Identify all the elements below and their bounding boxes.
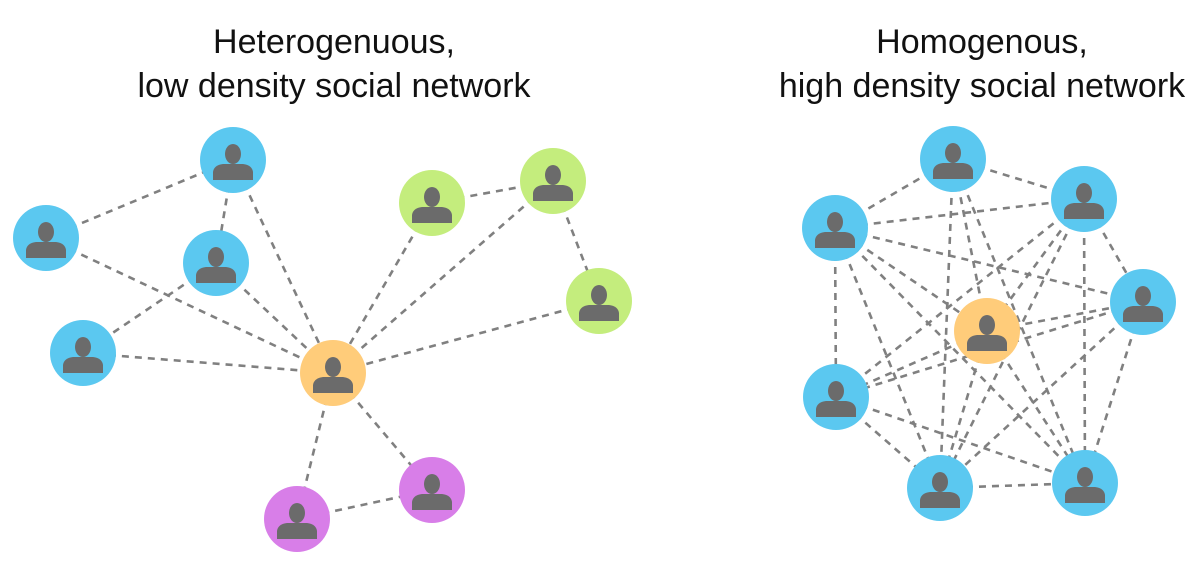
right-node-blue-t (920, 126, 986, 192)
left-node-green-g3 (566, 268, 632, 334)
right-network (802, 126, 1176, 521)
left-edge-b1-o (231, 159, 335, 374)
right-node-blue-br (1052, 450, 1118, 516)
right-edge-l-br (835, 395, 1086, 485)
right-edge-ul-br (834, 227, 1086, 484)
left-node-blue-b1 (200, 127, 266, 193)
left-network (13, 127, 632, 552)
left-title-line-2: low density social network (137, 67, 531, 105)
left-edge-g3-o (332, 299, 600, 375)
person-icon (1064, 183, 1104, 219)
left-network-title: Heterogenuous, low density social networ… (74, 20, 594, 108)
person-icon (933, 143, 973, 179)
person-icon (816, 381, 856, 417)
right-node-orange-o (954, 298, 1020, 364)
right-node-blue-ur (1051, 166, 1117, 232)
person-icon (196, 247, 236, 283)
left-node-purple-p2 (399, 457, 465, 523)
right-edge-t-ul (834, 157, 954, 230)
person-icon (579, 285, 619, 321)
left-edge-b4-o (82, 351, 334, 375)
person-icon (313, 357, 353, 393)
left-network-nodes (13, 127, 632, 552)
right-edge-t-br (951, 158, 1087, 484)
right-title-line-1: Homogenous, (876, 23, 1088, 61)
person-icon (920, 472, 960, 508)
person-icon (213, 144, 253, 180)
right-edge-r-bl (939, 301, 1144, 489)
right-edge-ul-ur (834, 197, 1085, 230)
right-node-blue-ul (802, 195, 868, 261)
right-node-blue-r (1110, 269, 1176, 335)
left-title-line-1: Heterogenuous, (213, 23, 455, 61)
left-edge-p1-p2 (296, 488, 433, 521)
right-network-nodes (802, 126, 1176, 521)
right-edge-ur-l (835, 197, 1085, 399)
left-node-purple-p1 (264, 486, 330, 552)
right-edge-t-ur (952, 157, 1085, 201)
person-icon (63, 337, 103, 373)
right-edge-ur-br (1082, 198, 1087, 484)
person-icon (26, 222, 66, 258)
right-title-line-2: high density social network (778, 67, 1186, 105)
right-edge-l-bl (835, 396, 941, 489)
person-icon (277, 503, 317, 539)
left-edge-b2-o (45, 236, 334, 375)
left-node-blue-b3 (183, 230, 249, 296)
right-edge-t-bl (938, 158, 955, 489)
left-node-blue-b2 (13, 205, 79, 271)
left-node-green-g1 (399, 170, 465, 236)
person-icon (815, 212, 855, 248)
left-network-edges (45, 158, 601, 521)
person-icon (412, 474, 452, 510)
person-icon (967, 315, 1007, 351)
right-node-blue-l (803, 364, 869, 430)
person-icon (412, 187, 452, 223)
right-network-title: Homogenous, high density social network (722, 20, 1200, 108)
person-icon (1123, 286, 1163, 322)
left-node-blue-b4 (50, 320, 116, 386)
person-icon (533, 165, 573, 201)
right-edge-ul-r (834, 226, 1144, 304)
left-node-green-g2 (520, 148, 586, 214)
left-node-orange-o (300, 340, 366, 406)
left-edge-g2-o (332, 180, 554, 374)
person-icon (1065, 467, 1105, 503)
right-node-blue-bl (907, 455, 973, 521)
